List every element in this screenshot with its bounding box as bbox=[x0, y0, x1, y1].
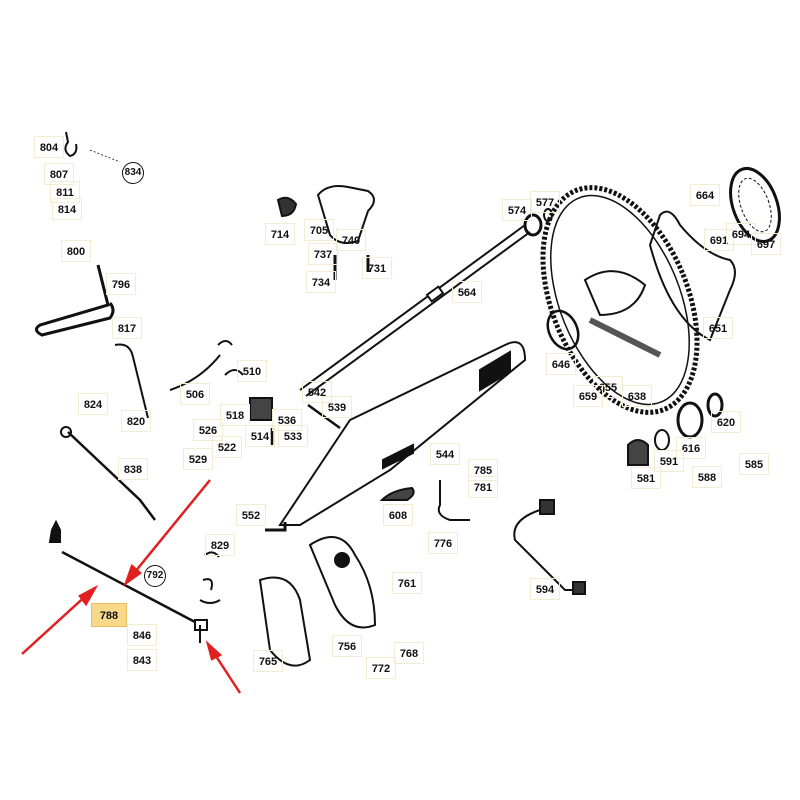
part-label-740[interactable]: 740 bbox=[336, 229, 366, 251]
part-label-638[interactable]: 638 bbox=[622, 385, 652, 407]
part-756-cover bbox=[308, 536, 377, 629]
part-label-591[interactable]: 591 bbox=[654, 450, 684, 472]
part-820-rod bbox=[114, 343, 149, 419]
part-label-824[interactable]: 824 bbox=[78, 393, 108, 415]
part-label-792-text: 792 bbox=[144, 565, 166, 587]
part-label-691[interactable]: 691 bbox=[704, 229, 734, 251]
part-label-552[interactable]: 552 bbox=[236, 504, 266, 526]
part-788-tie-rod bbox=[61, 550, 196, 624]
part-705-box bbox=[316, 185, 375, 244]
part-label-620[interactable]: 620 bbox=[711, 411, 741, 433]
part-label-737[interactable]: 737 bbox=[308, 243, 338, 265]
part-label-544[interactable]: 544 bbox=[430, 443, 460, 465]
part-label-785[interactable]: 785 bbox=[468, 459, 498, 481]
part-838-rod bbox=[67, 431, 156, 521]
arrow-left bbox=[21, 591, 91, 655]
part-label-526[interactable]: 526 bbox=[193, 419, 223, 441]
part-label-529[interactable]: 529 bbox=[183, 448, 213, 470]
part-label-820[interactable]: 820 bbox=[121, 410, 151, 432]
part-564-shaft bbox=[299, 224, 531, 397]
part-label-533[interactable]: 533 bbox=[278, 425, 308, 447]
part-label-522[interactable]: 522 bbox=[212, 436, 242, 458]
part-594-wire bbox=[513, 509, 575, 591]
part-label-506[interactable]: 506 bbox=[180, 383, 210, 405]
part-label-811[interactable]: 811 bbox=[50, 181, 80, 203]
part-label-834[interactable]: 834 bbox=[118, 161, 148, 184]
part-label-577[interactable]: 577 bbox=[530, 191, 560, 213]
part-label-846[interactable]: 846 bbox=[127, 624, 157, 646]
part-label-536[interactable]: 536 bbox=[272, 409, 302, 431]
part-label-539[interactable]: 539 bbox=[322, 396, 352, 418]
part-label-796[interactable]: 796 bbox=[106, 273, 136, 295]
part-label-694[interactable]: 694 bbox=[726, 223, 756, 245]
part-804-shape bbox=[64, 131, 78, 158]
part-label-714[interactable]: 714 bbox=[265, 223, 295, 245]
part-765-cover bbox=[258, 576, 312, 667]
arrow-upper bbox=[129, 479, 211, 579]
part-label-518[interactable]: 518 bbox=[220, 404, 250, 426]
part-label-776[interactable]: 776 bbox=[428, 532, 458, 554]
part-label-616[interactable]: 616 bbox=[676, 437, 706, 459]
part-label-734[interactable]: 734 bbox=[306, 271, 336, 293]
part-label-843[interactable]: 843 bbox=[127, 649, 157, 671]
part-514-switch bbox=[249, 397, 273, 421]
part-label-772[interactable]: 772 bbox=[366, 657, 396, 679]
part-651-horn-ring bbox=[648, 210, 736, 342]
red-arrows bbox=[21, 479, 242, 694]
part-646-contact bbox=[546, 309, 580, 351]
part-label-564[interactable]: 564 bbox=[452, 281, 482, 303]
part-label-834-text: 834 bbox=[122, 162, 144, 184]
part-label-608[interactable]: 608 bbox=[383, 504, 413, 526]
part-label-768[interactable]: 768 bbox=[394, 642, 424, 664]
part-714-shape bbox=[276, 196, 298, 218]
part-796-arm bbox=[35, 264, 115, 337]
part-label-510[interactable]: 510 bbox=[237, 360, 267, 382]
part-label-765[interactable]: 765 bbox=[253, 650, 283, 672]
part-label-542[interactable]: 542 bbox=[302, 381, 332, 403]
part-638-steering-wheel bbox=[540, 185, 700, 415]
part-label-659[interactable]: 659 bbox=[573, 385, 603, 407]
part-label-804[interactable]: 804 bbox=[34, 136, 64, 158]
part-label-585[interactable]: 585 bbox=[739, 453, 769, 475]
part-label-574[interactable]: 574 bbox=[502, 199, 532, 221]
part-label-814[interactable]: 814 bbox=[52, 198, 82, 220]
part-label-664[interactable]: 664 bbox=[690, 184, 720, 206]
part-label-756[interactable]: 756 bbox=[332, 635, 362, 657]
part-label-588[interactable]: 588 bbox=[692, 466, 722, 488]
part-544-tube bbox=[278, 341, 527, 526]
part-label-514[interactable]: 514 bbox=[245, 425, 275, 447]
part-label-731[interactable]: 731 bbox=[362, 257, 392, 279]
part-label-646[interactable]: 646 bbox=[546, 353, 576, 375]
part-label-792[interactable]: 792 bbox=[140, 564, 170, 587]
part-label-788-highlighted[interactable]: 788 bbox=[91, 603, 127, 627]
part-label-800[interactable]: 800 bbox=[61, 240, 91, 262]
part-label-838[interactable]: 838 bbox=[118, 458, 148, 480]
part-label-761[interactable]: 761 bbox=[392, 572, 422, 594]
part-506-bracket bbox=[169, 340, 233, 391]
part-829-shape bbox=[199, 551, 221, 604]
part-label-781[interactable]: 781 bbox=[468, 476, 498, 498]
part-label-829[interactable]: 829 bbox=[205, 534, 235, 556]
part-label-705[interactable]: 705 bbox=[304, 219, 334, 241]
part-label-697[interactable]: 697 bbox=[751, 233, 781, 255]
part-697-pad bbox=[729, 167, 781, 243]
part-label-581[interactable]: 581 bbox=[631, 467, 661, 489]
part-label-594[interactable]: 594 bbox=[530, 578, 560, 600]
part-label-807[interactable]: 807 bbox=[44, 163, 74, 185]
part-label-651[interactable]: 651 bbox=[703, 317, 733, 339]
part-label-817[interactable]: 817 bbox=[112, 317, 142, 339]
